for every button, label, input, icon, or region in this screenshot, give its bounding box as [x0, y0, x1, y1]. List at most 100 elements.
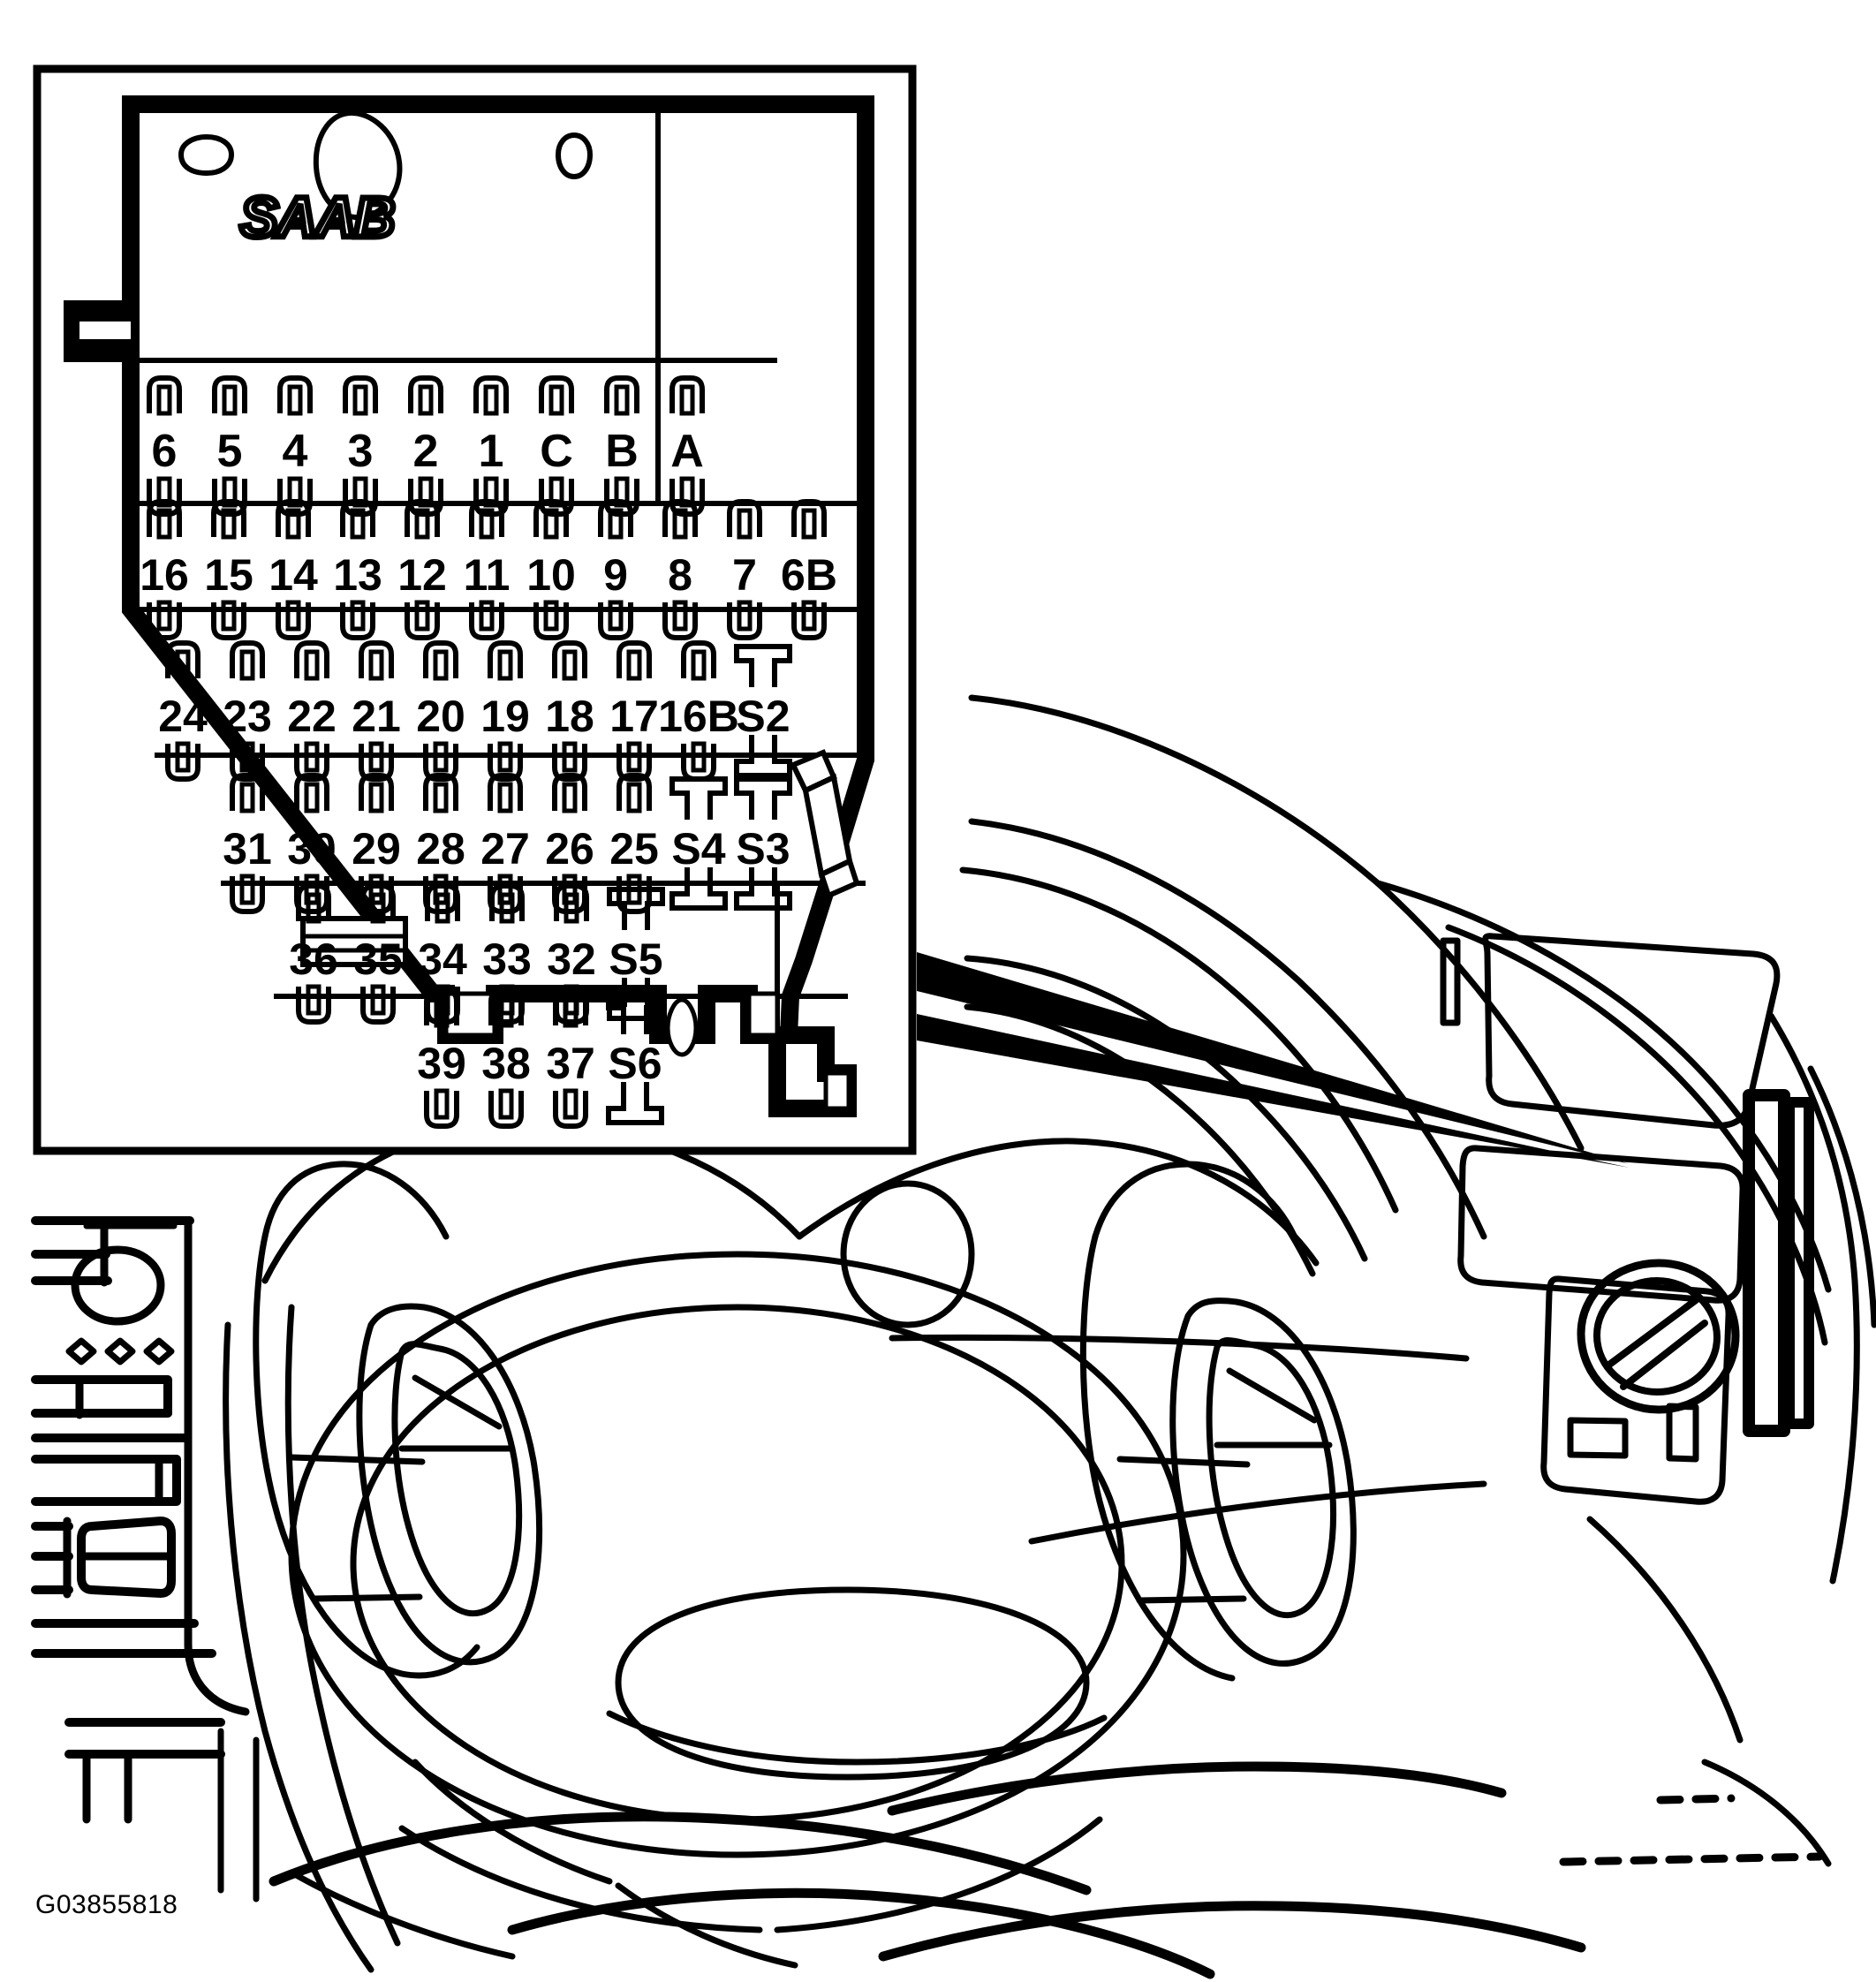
fuse-position-31[interactable]: 31 [223, 773, 272, 914]
fuse-position-C[interactable]: C [539, 375, 574, 517]
fuse-slot-pin [239, 649, 255, 681]
fuse-position-12[interactable]: 12 [397, 499, 447, 640]
fuse-position-14[interactable]: 14 [269, 499, 318, 640]
fuse-position-label: 25 [609, 824, 659, 874]
fuse-position-13[interactable]: 13 [333, 499, 382, 640]
rotary-knob-slot-1 [1606, 1297, 1699, 1368]
fuse-position-15[interactable]: 15 [204, 499, 253, 640]
fuse-slot-shell [533, 499, 569, 537]
fuse-position-39[interactable]: 39 [417, 987, 466, 1129]
fuse-position-label: 16 [140, 550, 189, 600]
fuse-position-21[interactable]: 21 [352, 640, 401, 782]
fuse-slot-shell [424, 987, 459, 1025]
fuse-position-35[interactable]: 35 [353, 883, 403, 1025]
fuse-position-24[interactable]: 24 [158, 640, 208, 782]
fuse-position-label: 1 [479, 426, 504, 477]
fuse-slot-shell [294, 744, 329, 782]
fuse-position-S4[interactable]: S4 [669, 776, 728, 911]
fuse-position-label: 38 [481, 1039, 531, 1088]
fuse-slot-pin [418, 384, 434, 416]
fuse-position-S6[interactable]: S6 [606, 991, 664, 1125]
fuse-slot-pin [239, 741, 255, 773]
left-panel-slot-3 [31, 1455, 181, 1506]
fuse-slot-shell [165, 640, 200, 678]
fuse-slot-pin [175, 741, 191, 773]
fuse-position-37[interactable]: 37 [546, 987, 595, 1129]
rotary-knob-slot-2 [1620, 1320, 1708, 1390]
fuse-position-36[interactable]: 36 [289, 883, 338, 1025]
right-vent-housing-seam-1 [1116, 1456, 1251, 1468]
fuse-slot-pin [543, 508, 559, 540]
saab-logo-text: SAAB [240, 185, 393, 249]
fuse-slot-shell [791, 602, 827, 640]
fuse-position-5[interactable]: 5 [212, 375, 247, 517]
fuse-slot-pin [499, 892, 515, 924]
fuse-slot-pin [285, 600, 301, 632]
fuse-slot-pin [304, 782, 320, 813]
fuse-position-2[interactable]: 2 [408, 375, 443, 517]
dash-cowl-curve-3 [959, 866, 1399, 1214]
dash-lower-trim-3 [878, 1901, 1586, 1962]
fuse-position-S5[interactable]: S5 [607, 887, 665, 1021]
fuse-slot-shell [488, 744, 523, 782]
fuse-position-18[interactable]: 18 [545, 640, 594, 782]
left-panel-diamond-1 [65, 1337, 97, 1365]
fuse-position-8[interactable]: 8 [662, 499, 698, 640]
spare-fuse-holder [300, 916, 408, 967]
fuse-slot-shell [553, 1091, 588, 1129]
console-button-tall [1666, 1403, 1699, 1463]
fuse-position-11[interactable]: 11 [464, 499, 511, 640]
fuse-slot-pin [435, 892, 450, 924]
fuse-position-7[interactable]: 7 [727, 499, 762, 640]
fuse-slot-pin [614, 384, 630, 416]
fuse-position-label: 13 [333, 550, 382, 600]
fuse-position-6[interactable]: 6 [147, 375, 182, 517]
fuse-position-label: 12 [397, 550, 447, 600]
fuse-position-S2[interactable]: S2 [734, 644, 792, 778]
fuse-slot-pin [679, 384, 695, 416]
fuse-slot-shell [604, 375, 639, 413]
fuse-position-1[interactable]: 1 [473, 375, 509, 517]
fuse-position-22[interactable]: 22 [287, 640, 337, 782]
fuse-position-30[interactable]: 30 [287, 773, 337, 914]
fuse-position-16[interactable]: 16 [140, 499, 189, 640]
fuse-position-6B[interactable]: 6B [781, 499, 837, 640]
fuse-position-29[interactable]: 29 [352, 773, 401, 914]
fuse-slot-shell [489, 883, 525, 921]
fuse-position-17[interactable]: 17 [609, 640, 659, 782]
fuse-slot-pin [287, 384, 303, 416]
left-panel-diamond-2 [104, 1337, 136, 1365]
dash-fascia-line-1 [889, 1334, 1470, 1362]
steering-wheel-hub [615, 1586, 1090, 1781]
fuse-slot-shell [539, 375, 574, 413]
fuse-slot-pin [679, 476, 695, 508]
fuse-slot-pin [691, 741, 707, 773]
fuse-position-9[interactable]: 9 [598, 499, 633, 640]
fuse-position-S3[interactable]: S3 [734, 776, 792, 911]
fuse-position-10[interactable]: 10 [526, 499, 576, 640]
fuse-slot-shell [554, 883, 589, 921]
fuse-position-32[interactable]: 32 [547, 883, 596, 1025]
fuse-position-20[interactable]: 20 [416, 640, 465, 782]
fuse-position-23[interactable]: 23 [223, 640, 272, 782]
left-air-vent-blade-1 [412, 1374, 503, 1430]
left-vent-housing-seam-1 [288, 1454, 426, 1465]
dash-lower-trim-4 [887, 1761, 1507, 1816]
fusebox-bottom-keyhole [665, 997, 699, 1057]
left-air-vent-outer [356, 1303, 543, 1666]
fuse-slot-shell [488, 987, 524, 1025]
fuse-position-38[interactable]: 38 [481, 987, 531, 1129]
fusebox-cutout-small-left [178, 133, 235, 177]
fuse-position-label: 23 [223, 692, 272, 741]
fuse-position-label: 20 [416, 692, 465, 741]
fuse-position-label: 3 [348, 426, 374, 477]
fuse-slot-pin [222, 476, 238, 508]
fuse-slot-shell [681, 640, 716, 678]
fuse-slot-shell [276, 602, 311, 640]
fuse-slot-shell [277, 375, 313, 413]
dash-cowl-curve-2 [968, 818, 1487, 1240]
fuse-position-19[interactable]: 19 [480, 640, 530, 782]
dash-cowl-curve-1 [968, 694, 1585, 1152]
